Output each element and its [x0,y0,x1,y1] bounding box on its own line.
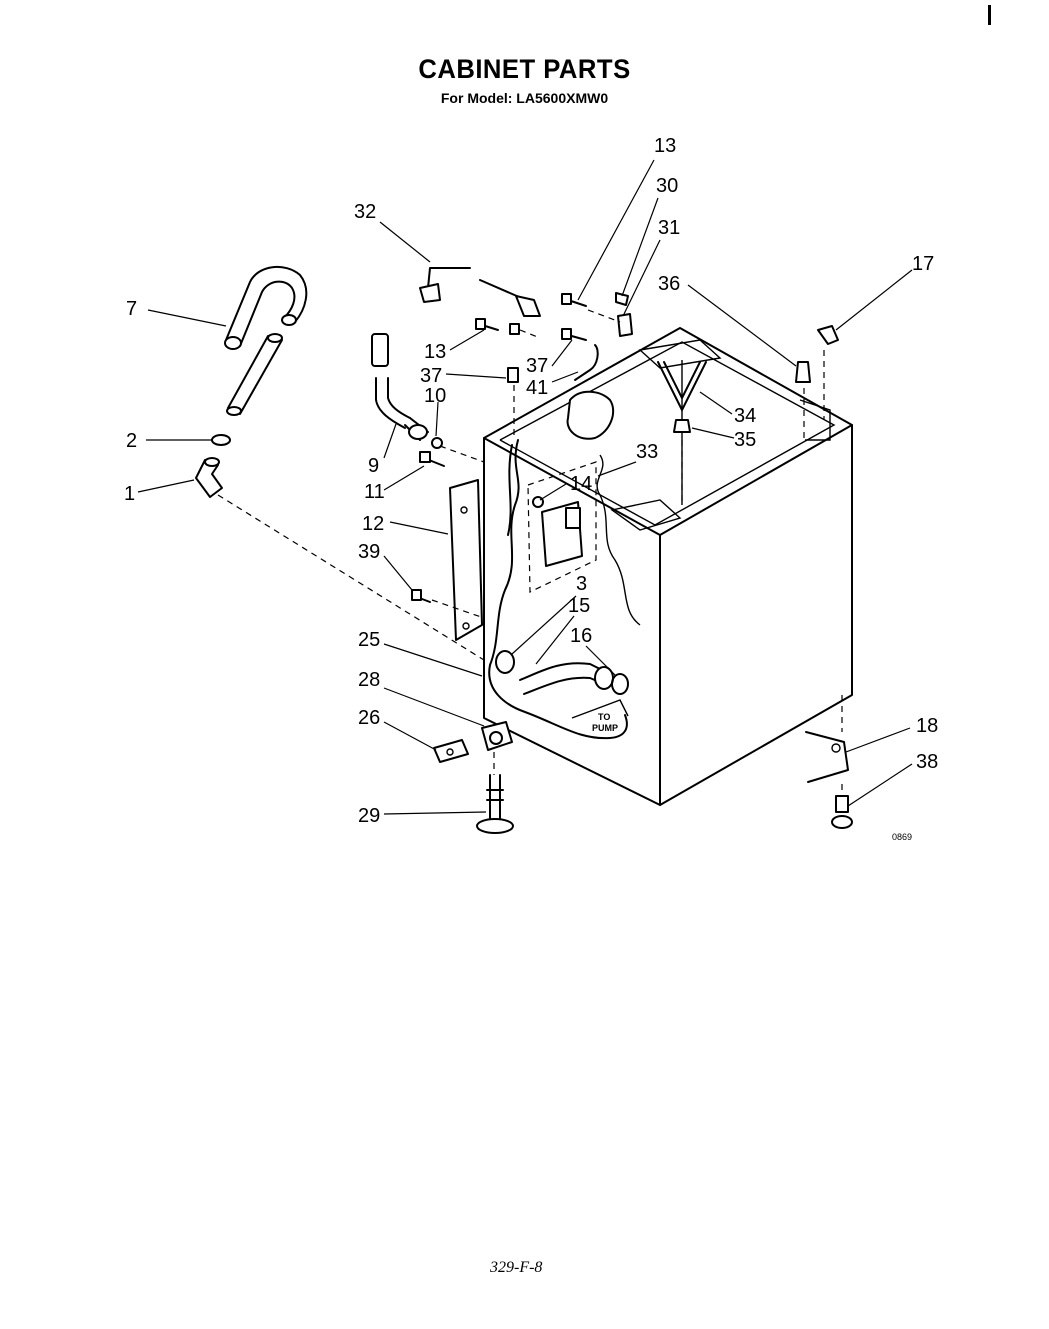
callout-39: 39 [358,541,380,563]
screw-part-13-upper [561,293,587,307]
clamp-part-3 [495,650,515,674]
leader-lines [137,159,913,815]
switch-assembly-part-33 [527,461,597,593]
callout-3: 3 [576,573,587,595]
callout-29: 29 [358,805,380,827]
callout-37-upper: 37 [526,355,548,377]
foot-part-38 [831,795,853,829]
leveling-leg-part-29 [476,774,514,834]
bolt-part-36 [795,361,811,383]
clip-parts-30-31 [615,292,633,337]
callout-2: 2 [126,430,137,452]
bracket-part-12 [449,479,483,641]
callout-10: 10 [424,385,446,407]
tube-part-15 [519,662,614,695]
support-part-34 [657,361,707,411]
inlet-hose-part-9 [371,333,429,441]
screw-part-39 [411,589,431,603]
callout-14: 14 [570,473,592,495]
callout-36: 36 [658,273,680,295]
callout-37-lower: 37 [420,365,442,387]
callout-7: 7 [126,298,137,320]
callout-25: 25 [358,629,380,651]
callout-31: 31 [658,217,680,239]
screw-part-37-lower [507,367,519,383]
callout-11: 11 [364,481,385,503]
alignment-lines [217,309,843,796]
clip-part-17 [817,325,839,345]
hose-segment [226,333,283,416]
callout-32: 32 [354,201,376,223]
callout-16: 16 [570,625,592,647]
corner-registration-mark [988,5,991,25]
bracket-part-26 [433,739,469,763]
bracket-part-18 [805,731,849,783]
callout-30: 30 [656,175,678,197]
callout-9: 9 [368,455,379,477]
callout-12: 12 [362,513,384,535]
callout-34: 34 [734,405,756,427]
callout-numbers: 13 30 31 32 17 7 36 13 37 37 41 10 34 35… [124,135,938,827]
screw-part-11 [419,451,445,467]
hose-part-7 [224,265,308,350]
wire-harness [488,439,628,740]
callout-33: 33 [636,441,658,463]
wire-part-32 [419,267,541,317]
page-subtitle: For Model: LA5600XMW0 [440,90,609,106]
callout-13-top: 13 [654,135,676,157]
elbow-part-1 [195,457,223,498]
screw-part-37-upper [561,328,587,341]
callout-18: 18 [916,715,938,737]
clamp-part-2 [211,434,231,446]
screw-part-13-left [475,318,520,335]
callout-38: 38 [916,751,938,773]
page-title: CABINET PARTS [418,54,631,84]
valve-part-28 [481,721,513,751]
callout-13-left: 13 [424,341,446,363]
drawing-code: 0869 [892,832,912,842]
to-pump-annotation: TO PUMP [571,699,629,733]
clamp-part-16 [611,673,629,695]
to-pump-label-1: TO [598,712,610,722]
callout-41: 41 [526,377,548,399]
cabinet [483,327,853,806]
cable-part-41 [574,344,599,381]
callout-28: 28 [358,669,380,691]
cap-part-35 [673,419,691,433]
callout-35: 35 [734,429,756,451]
callout-17: 17 [912,253,934,275]
gasket-blob [566,390,615,440]
footer-page-code: 329-F-8 [489,1259,542,1276]
callout-26: 26 [358,707,380,729]
washer-part-10 [431,437,443,449]
callout-1: 1 [124,483,135,505]
to-pump-label-2: PUMP [592,723,618,733]
callout-15: 15 [568,595,590,617]
